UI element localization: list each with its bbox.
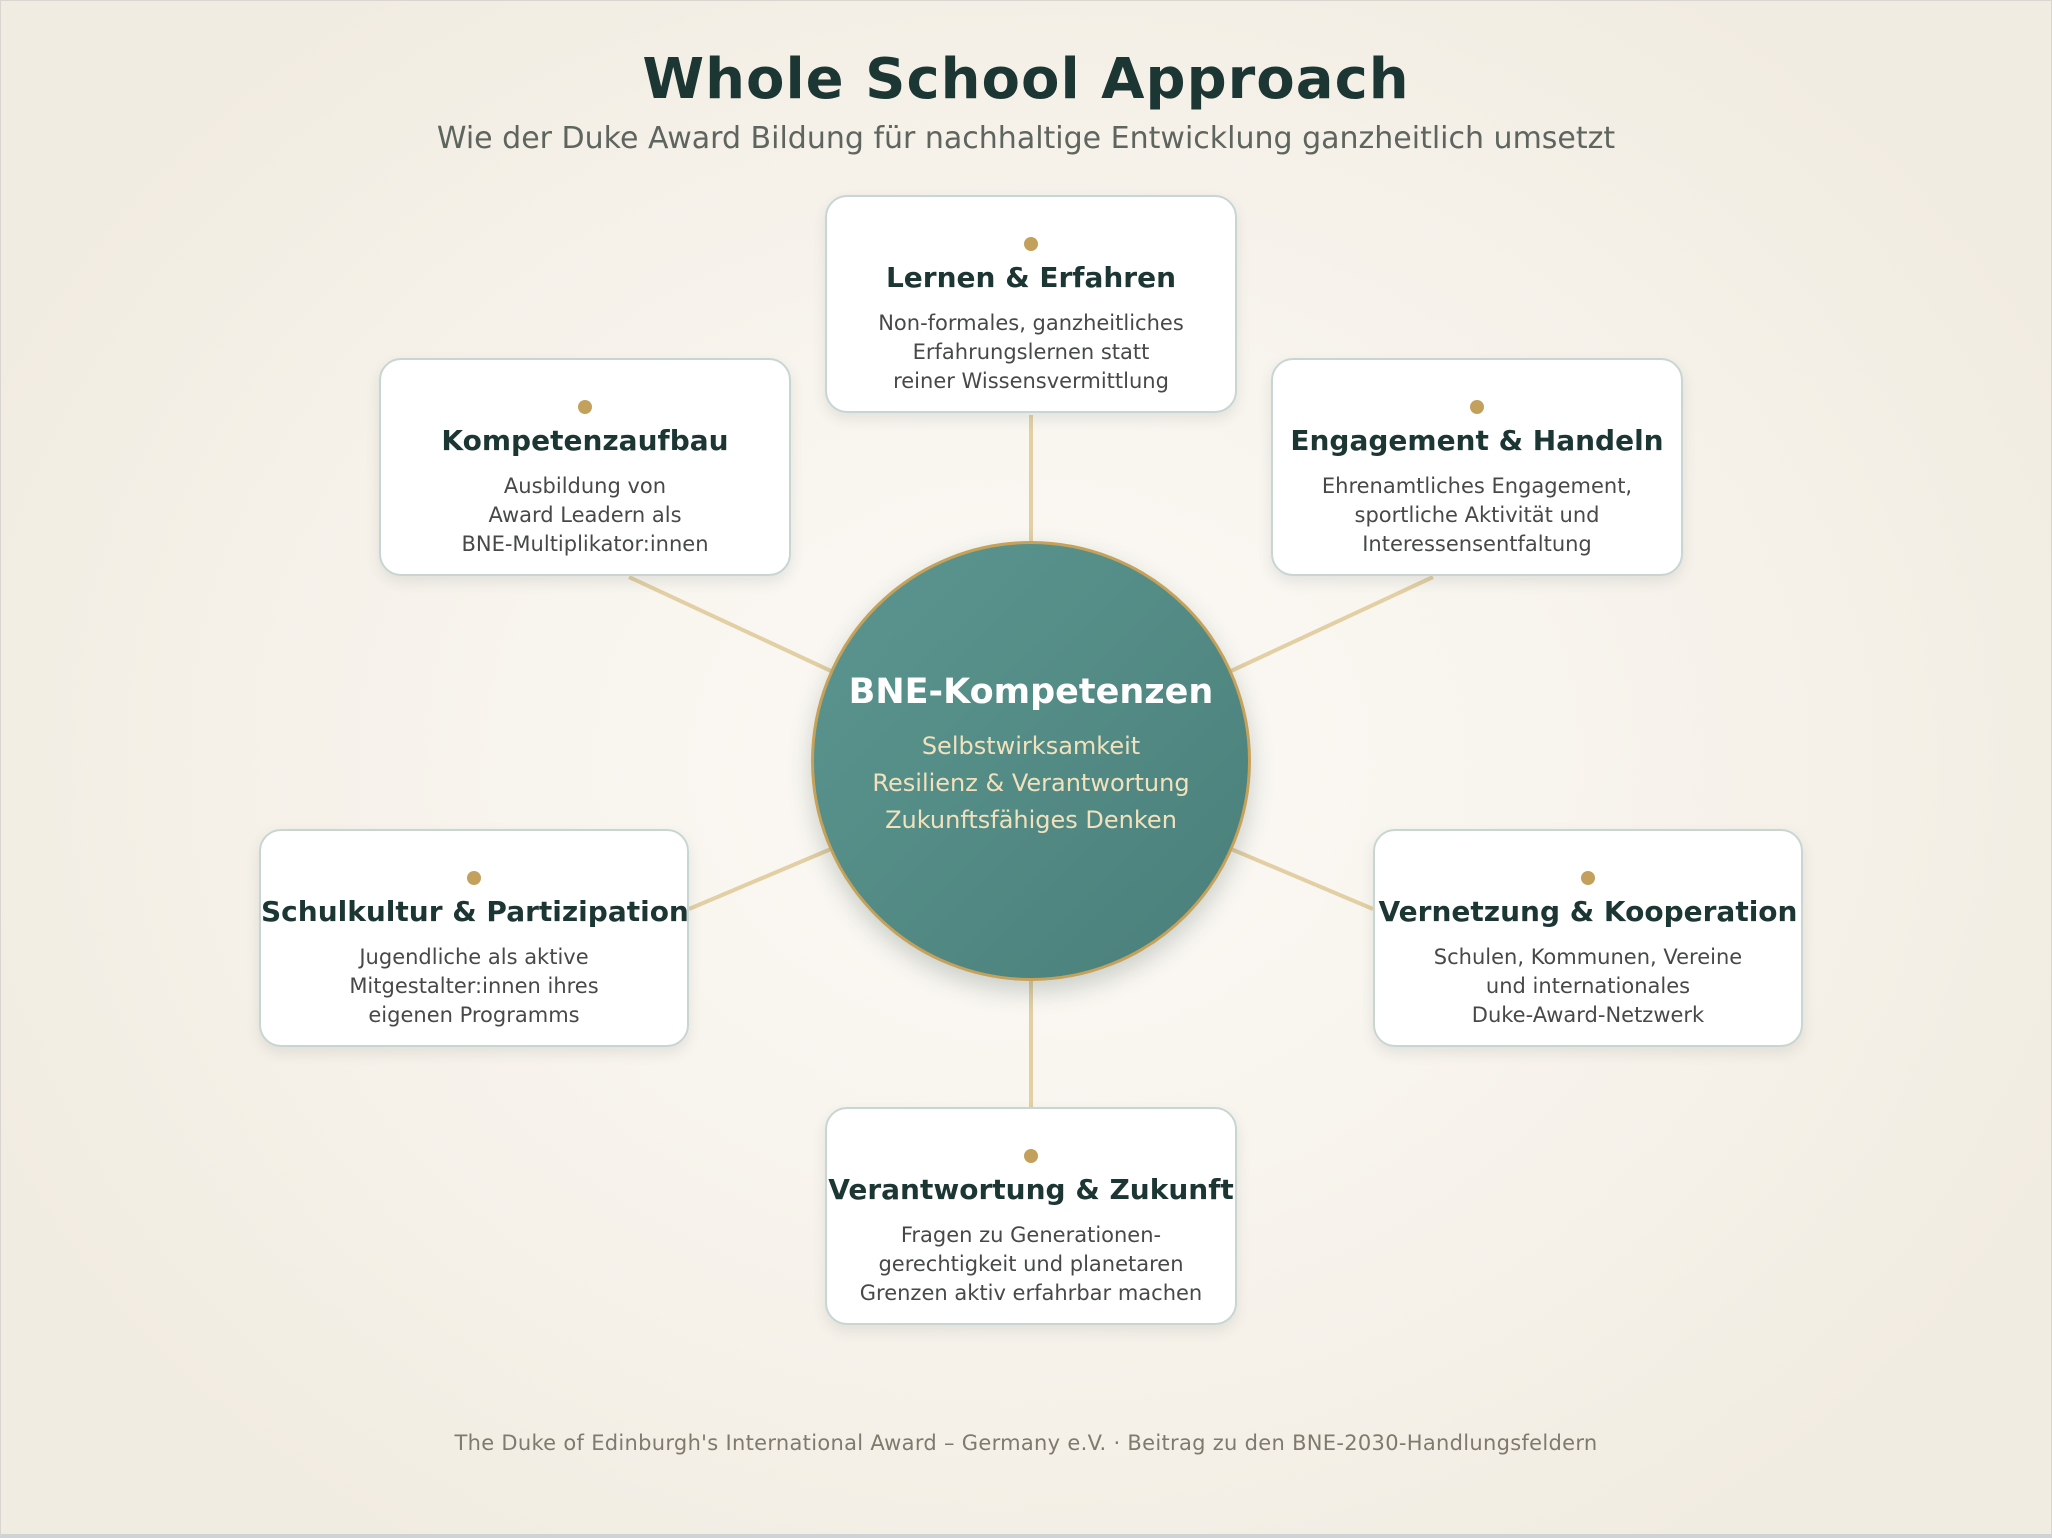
hub-line: Zukunftsfähiges Denken [885, 806, 1177, 834]
node-card-vernetzung-kooperation: Vernetzung & Kooperation Schulen, Kommun… [1373, 829, 1803, 1047]
node-dot-icon [578, 400, 592, 414]
node-dot-icon [467, 871, 481, 885]
connector-bottom-right [1230, 847, 1374, 911]
node-title: Lernen & Erfahren [885, 261, 1177, 294]
node-description: Jugendliche als aktive Mitgestalter:inne… [349, 945, 599, 1027]
node-title: Vernetzung & Kooperation [1378, 895, 1798, 928]
node-description: Ausbildung von Award Leadern als BNE-Mul… [461, 474, 709, 556]
connector-bottom-left [688, 847, 832, 911]
node-description: Ehrenamtliches Engagement, sportliche Ak… [1321, 474, 1633, 556]
hub-line: Resilienz & Verantwortung [872, 769, 1190, 797]
node-description: Fragen zu Generationen- gerechtigkeit un… [859, 1223, 1203, 1305]
node-card-schulkultur-partizipation: Schulkultur & Partizipation Jugendliche … [259, 829, 689, 1047]
node-title: Engagement & Handeln [1290, 424, 1664, 457]
node-description: Schulen, Kommunen, Vereine und internati… [1433, 945, 1743, 1027]
node-dot-icon [1024, 1149, 1038, 1163]
footer-credit: The Duke of Edinburgh's International Aw… [454, 1431, 1598, 1455]
node-dot-icon [1581, 871, 1595, 885]
node-dot-icon [1024, 237, 1038, 251]
page-title: Whole School Approach [642, 47, 1410, 112]
hub-competency-list: Selbstwirksamkeit Resilienz & Verantwort… [814, 728, 1248, 839]
node-card-verantwortung-zukunft: Verantwortung & Zukunft Fragen zu Genera… [825, 1107, 1237, 1325]
hub-line: Selbstwirksamkeit [921, 732, 1141, 760]
node-card-lernen-erfahren: Lernen & Erfahren Non-formales, ganzheit… [825, 195, 1237, 413]
node-title: Schulkultur & Partizipation [261, 895, 689, 928]
connector-top-right [1230, 575, 1434, 673]
page-subtitle: Wie der Duke Award Bildung für nachhalti… [436, 121, 1616, 156]
node-title: Verantwortung & Zukunft [828, 1173, 1234, 1206]
node-dot-icon [1470, 400, 1484, 414]
node-description: Non-formales, ganzheitliches Erfahrungsl… [878, 311, 1184, 393]
hub-circle: BNE-Kompetenzen Selbstwirksamkeit Resili… [811, 541, 1251, 981]
connector-top-left [628, 575, 832, 673]
node-title: Kompetenzaufbau [441, 424, 729, 457]
node-card-engagement-handeln: Engagement & Handeln Ehrenamtliches Enga… [1271, 358, 1683, 576]
node-card-kompetenzaufbau: Kompetenzaufbau Ausbildung von Award Lea… [379, 358, 791, 576]
hub-title: BNE-Kompetenzen [848, 672, 1214, 712]
